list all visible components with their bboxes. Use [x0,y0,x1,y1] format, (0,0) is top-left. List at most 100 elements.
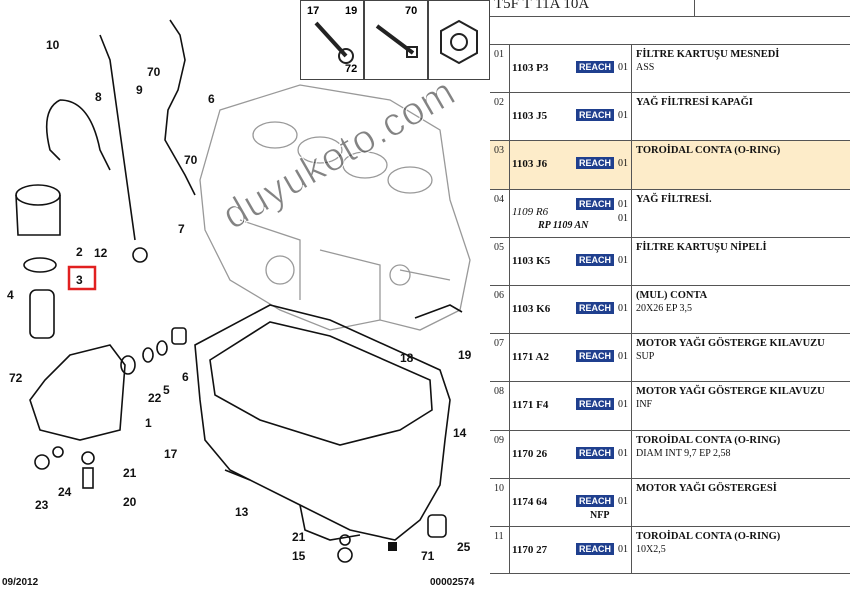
callout-4[interactable]: 4 [7,288,14,302]
part-reference[interactable]: 1171 A2 [512,351,549,364]
callout-9[interactable]: 9 [136,83,143,97]
reach-badge: REACH [576,446,615,459]
callout-12[interactable]: 12 [94,246,108,260]
part-reference[interactable]: 1103 J5 [512,110,548,123]
bolt-icon [314,21,354,64]
callout-23[interactable]: 23 [35,498,49,512]
row-divider [631,189,632,237]
callout-5[interactable]: 5 [163,383,170,397]
part-reference[interactable]: 1171 F4 [512,399,549,412]
diagram-number: 00002574 [430,577,475,588]
reach-badge: REACH [576,494,615,507]
part-reference[interactable]: 1103 P3 [512,62,549,74]
part-quantity: 01 [618,351,628,363]
row-divider [509,526,510,574]
reach-badge: REACH [576,197,615,210]
part-description: YAĞ FİLTRESİ. [636,193,712,205]
callout-17[interactable]: 17 [164,447,178,461]
callout-10[interactable]: 8 [95,90,102,104]
oil-filter-illustration [15,184,463,563]
callout-8[interactable]: 7 [178,222,185,236]
reach-badge: REACH [576,301,615,314]
row-index: 05 [494,241,504,253]
row-divider [631,478,632,526]
callout-24[interactable]: 24 [58,485,72,499]
part-reference[interactable]: 1170 27 [512,543,548,556]
row-divider [509,382,510,430]
callout-20[interactable]: 20 [123,495,137,509]
part-description-detail: DIAM INT 9,7 EP 2,58 [636,447,731,459]
part-quantity: 01 [618,543,628,555]
callout-2[interactable]: 2 [76,245,83,259]
part-reference[interactable]: 1103 J6 [512,158,548,171]
callout-3[interactable]: 3 [76,273,83,287]
row-divider [509,430,510,478]
callout-19[interactable]: 19 [458,348,472,362]
callout-13[interactable]: 13 [235,505,249,519]
part-description-detail: INF [636,399,653,411]
callout-70-mid[interactable]: 70 [184,153,198,167]
part-description: FİLTRE KARTUŞU NİPELİ [636,241,767,253]
part-reference[interactable]: 1103 K5 [512,254,551,267]
part-reference[interactable]: 1170 26 [512,447,548,460]
row-divider [509,189,510,237]
row-index: 06 [494,289,504,301]
row-index: 04 [494,193,504,205]
selected-callout-box[interactable] [67,265,97,291]
engine-block-illustration [199,84,471,331]
thumbnail-bolt-washer[interactable]: 17 19 72 [300,0,364,80]
callout-15[interactable]: 15 [292,549,306,563]
row-divider [509,45,510,93]
part-reference[interactable]: 1103 K6 [512,302,551,315]
part-description: (MUL) CONTA [636,289,708,301]
callout-1[interactable]: 1 [145,416,152,430]
callout-14[interactable]: 14 [453,426,467,440]
row-index: 11 [494,530,504,542]
callout-70-top[interactable]: 70 [147,65,161,79]
thumbnail-bolt[interactable]: 70 [364,0,428,80]
nfp-label: NFP [590,509,610,521]
thumb-label-19: 19 [345,5,358,17]
callout-11[interactable]: 10 [46,38,60,52]
thumbnail-nut[interactable] [428,0,490,80]
callout-21-bottom[interactable]: 21 [292,530,306,544]
callout-6[interactable]: 6 [182,370,189,384]
callout-18[interactable]: 18 [400,351,414,365]
part-quantity: 01 [618,62,628,73]
row-index: 09 [494,434,504,446]
row-divider [631,382,632,430]
part-quantity: 01 [618,447,628,459]
part-reference[interactable]: 1109 R6 [512,205,549,218]
row-divider [631,526,632,574]
callout-7[interactable]: 6 [208,92,215,106]
row-divider [631,141,632,189]
reach-badge: REACH [576,61,615,73]
part-description: MOTOR YAĞI GÖSTERGE KILAVUZU [636,338,825,350]
callout-71[interactable]: 71 [421,549,435,563]
oil-pan-illustration [194,304,451,541]
callout-21-left[interactable]: 21 [123,466,137,480]
part-reference-alt[interactable]: RP 1109 AN [538,219,589,231]
part-description: TOROİDAL CONTA (O-RING) [636,145,781,157]
row-divider [631,45,632,93]
part-description: YAĞ FİLTRESİ KAPAĞI [636,97,753,109]
reach-badge: REACH [576,398,615,411]
reach-badge: REACH [576,253,615,266]
diagram-date: 09/2012 [2,577,39,588]
callout-25[interactable]: 25 [457,540,471,554]
row-divider [509,93,510,141]
part-reference[interactable]: 1174 64 [512,495,548,508]
callout-72[interactable]: 72 [9,371,23,385]
callout-22[interactable]: 22 [148,391,162,405]
